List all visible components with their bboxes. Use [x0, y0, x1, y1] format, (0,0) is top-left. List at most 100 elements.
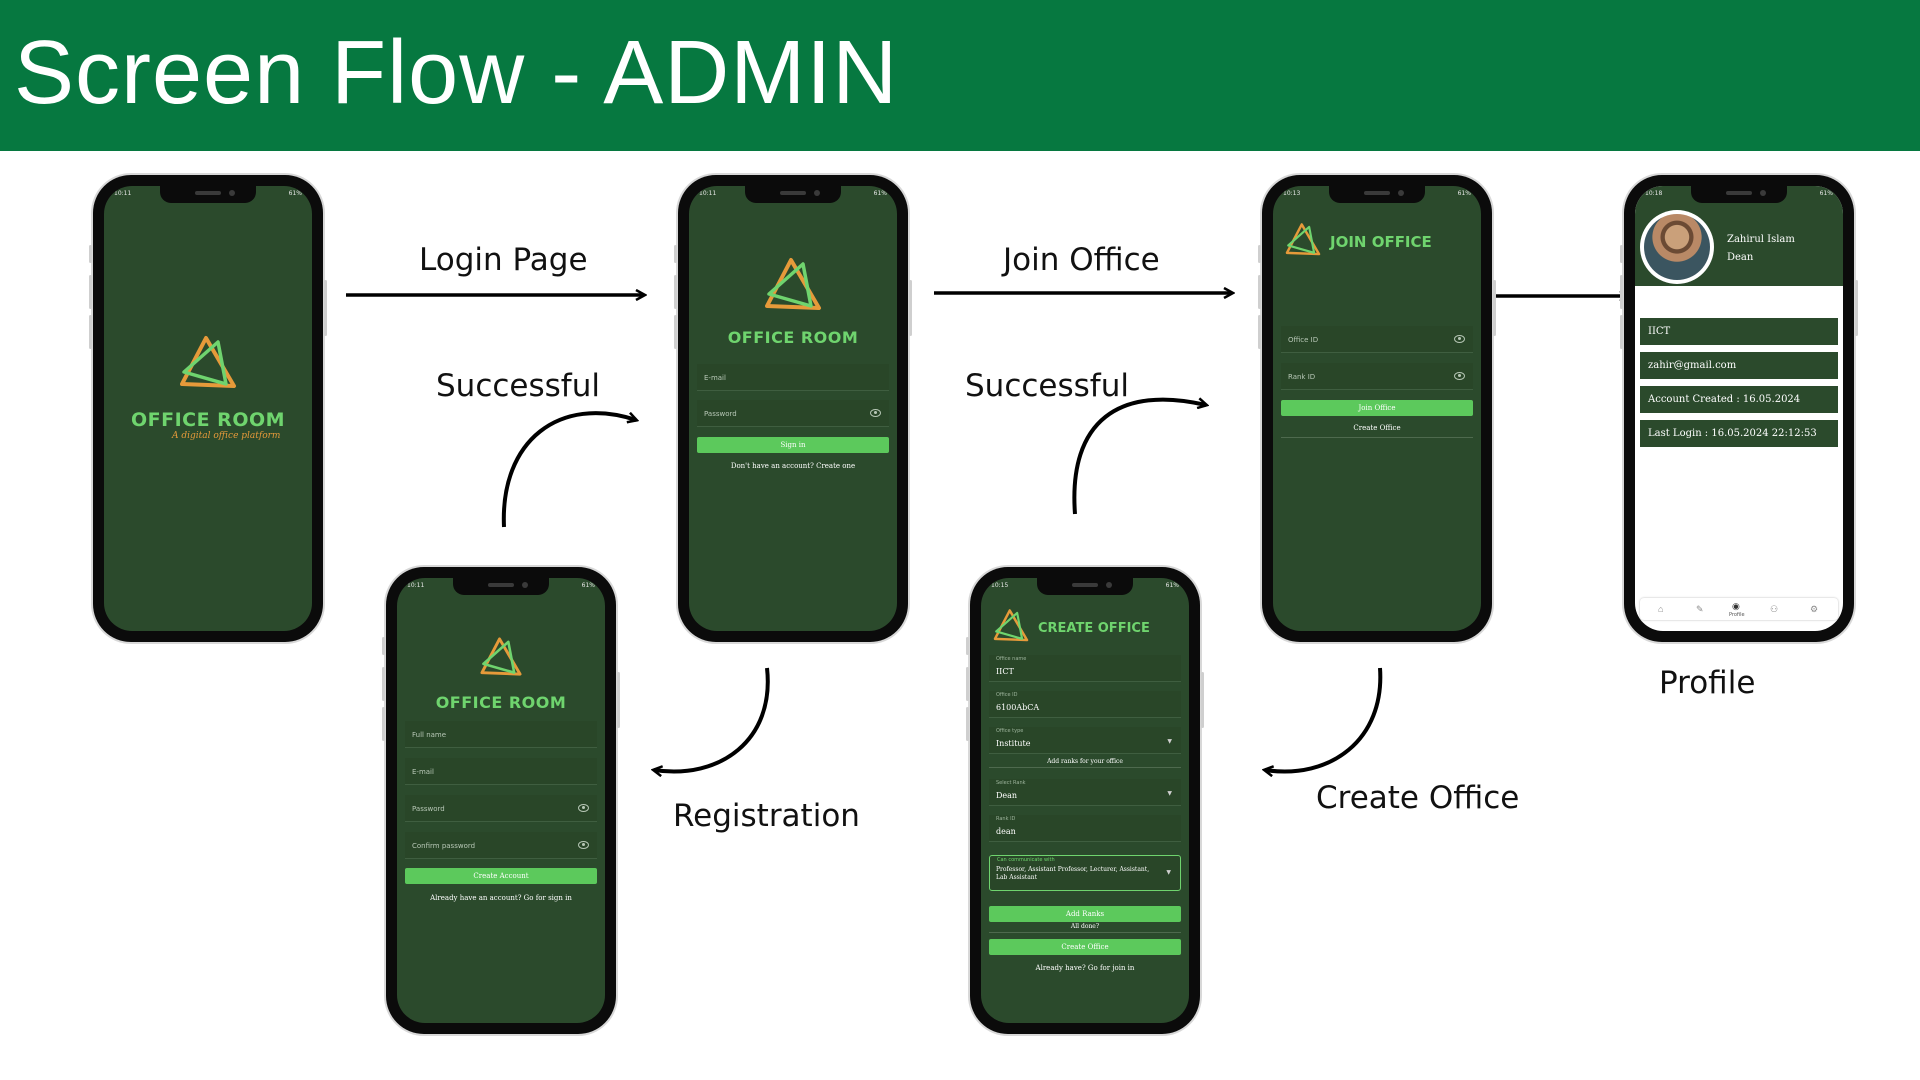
full-name-placeholder: Full name: [412, 731, 447, 739]
select-rank-value: Dean: [996, 791, 1018, 800]
status-time: 10:11: [114, 190, 132, 197]
password-field[interactable]: Password: [697, 400, 889, 427]
confirm-password-field[interactable]: Confirm password: [405, 832, 597, 859]
create-office-title: CREATE OFFICE: [1038, 621, 1150, 636]
office-id-value: 6100AbCA: [996, 703, 1040, 712]
office-id-field[interactable]: Office ID 6100AbCA: [989, 691, 1181, 718]
arrow-create-to-join: [1072, 400, 1206, 515]
join-office-title: JOIN OFFICE: [1330, 233, 1432, 251]
label-profile: Profile: [1659, 665, 1756, 701]
profile-office: IICT: [1640, 318, 1838, 345]
label-join-office: Join Office: [1003, 242, 1160, 278]
battery-indicator: 61%: [1165, 582, 1179, 589]
bottom-nav: ⌂ ✎ ◉ Profile ⚇ ⚙: [1640, 598, 1838, 620]
rank-id-placeholder: Rank ID: [1288, 373, 1316, 381]
arrow-login-to-register: [654, 667, 770, 772]
add-ranks-hint: Add ranks for your office: [1047, 758, 1123, 765]
create-account-button[interactable]: Create Account: [405, 868, 597, 884]
office-room-logo-icon: [765, 258, 821, 310]
join-office-button[interactable]: Join Office: [1281, 400, 1473, 416]
profile-nav-icon[interactable]: ◉: [1732, 601, 1740, 611]
battery-indicator: 61%: [288, 190, 302, 197]
avatar: [1640, 210, 1714, 284]
label-registration: Registration: [673, 798, 860, 834]
create-office-button[interactable]: Create Office: [989, 939, 1181, 955]
eye-icon[interactable]: [870, 409, 881, 417]
eye-icon[interactable]: [578, 804, 589, 812]
join-in-link[interactable]: Already have? Go for join in: [1035, 964, 1135, 972]
eye-icon[interactable]: [1454, 335, 1465, 343]
password-field[interactable]: Password: [405, 795, 597, 822]
email-placeholder: E-mail: [704, 374, 726, 382]
label-login-page: Login Page: [419, 242, 588, 278]
rank-id-field[interactable]: Rank ID: [1281, 363, 1473, 390]
select-rank-label: Select Rank: [996, 780, 1026, 786]
profile-name: Zahirul Islam: [1727, 234, 1795, 245]
phone-join-office-screen: 10:13 61% JOIN OFFICE Office ID Rank ID J…: [1258, 175, 1496, 642]
confirm-password-placeholder: Confirm password: [412, 842, 476, 850]
profile-account-created: Account Created : 16.05.2024 22:12:53: [1640, 386, 1838, 432]
edit-icon[interactable]: ✎: [1696, 604, 1704, 614]
brand-name: OFFICE ROOM: [727, 328, 859, 347]
office-id-label: Office ID: [996, 692, 1018, 698]
profile-nav-label: Profile: [1729, 612, 1745, 618]
office-type-value: Institute: [996, 739, 1031, 748]
email-field[interactable]: E-mail: [405, 758, 597, 785]
status-time: 10:15: [991, 582, 1009, 589]
profile-last-login: Last Login : 16.05.2024 22:12:53: [1640, 420, 1838, 447]
page-title: Screen Flow - ADMIN: [14, 23, 899, 123]
full-name-field[interactable]: Full name: [405, 721, 597, 748]
create-account-link[interactable]: Don't have an account? Create one: [730, 462, 856, 470]
password-placeholder: Password: [412, 805, 445, 813]
add-ranks-button[interactable]: Add Ranks: [989, 906, 1181, 922]
battery-indicator: 61%: [581, 582, 595, 589]
office-name-label: Office name: [996, 656, 1027, 662]
office-room-logo-icon: [993, 609, 1029, 642]
tagline: A digital office platform: [172, 431, 281, 441]
label-successful-create: Successful: [965, 368, 1129, 404]
can-communicate-select[interactable]: Can communicate with Professor, Assistan…: [989, 855, 1181, 891]
settings-icon[interactable]: ⚙: [1810, 604, 1819, 614]
profile-email: zahir@gmail.com: [1640, 352, 1838, 379]
email-field[interactable]: E-mail: [697, 364, 889, 391]
eye-icon[interactable]: [1454, 372, 1465, 380]
phone-splash-screen: 10:11 61% OFFICE ROOM A digital office pl…: [89, 175, 327, 642]
chevron-down-icon: ▼: [1167, 738, 1172, 745]
status-time: 10:13: [1283, 190, 1301, 197]
eye-icon[interactable]: [578, 841, 589, 849]
password-placeholder: Password: [704, 410, 737, 418]
arrow-join-to-create: [1265, 667, 1383, 772]
rank-id-label: Rank ID: [996, 816, 1016, 822]
brand-name: OFFICE ROOM: [435, 693, 567, 712]
status-time: 10:18: [1645, 190, 1663, 197]
all-done-text: All done?: [1070, 923, 1100, 930]
battery-indicator: 61%: [873, 190, 887, 197]
label-create-office: Create Office: [1316, 780, 1520, 816]
can-communicate-value: Professor, Assistant Professor, Lecturer…: [996, 866, 1150, 881]
people-icon[interactable]: ⚇: [1770, 604, 1779, 614]
profile-rank: Dean: [1727, 252, 1754, 263]
home-icon[interactable]: ⌂: [1658, 604, 1664, 614]
sign-in-button[interactable]: Sign in: [697, 437, 889, 453]
rank-id-field[interactable]: Rank ID dean: [989, 815, 1181, 842]
office-type-label: Office type: [996, 728, 1024, 734]
battery-indicator: 61%: [1457, 190, 1471, 197]
chevron-down-icon: ▼: [1166, 869, 1171, 876]
email-placeholder: E-mail: [412, 768, 434, 776]
office-id-field[interactable]: Office ID: [1281, 326, 1473, 353]
office-room-logo-icon: [480, 637, 522, 676]
create-office-link[interactable]: Create Office: [1353, 424, 1401, 432]
rank-id-value: dean: [996, 827, 1016, 836]
brand-name: OFFICE ROOM: [130, 409, 286, 431]
can-communicate-label: Can communicate with: [997, 857, 1055, 863]
sign-in-link[interactable]: Already have an account? Go for sign in: [430, 894, 572, 902]
label-successful-registration: Successful: [436, 368, 600, 404]
page-header: Screen Flow - ADMIN: [0, 0, 1920, 151]
office-id-placeholder: Office ID: [1288, 336, 1319, 344]
